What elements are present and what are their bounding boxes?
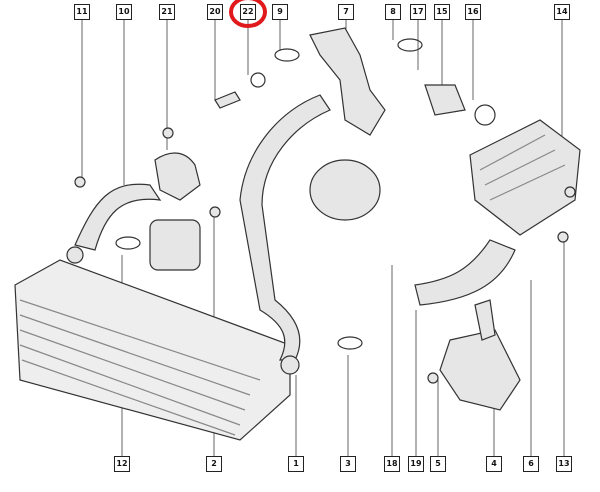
part-label-16: 16 [465,4,481,20]
throttle-body [149,219,201,271]
part-label-21: 21 [159,4,175,20]
intercooler [14,259,291,441]
part-label-20: 20 [207,4,223,20]
air-flow-meter [424,84,466,116]
hose-7 [309,27,386,136]
part-label-3: 3 [340,456,356,472]
part-label-2: 2 [206,456,222,472]
part-label-1: 1 [288,456,304,472]
part-label-19: 19 [408,456,424,472]
part-label-13: 13 [556,456,572,472]
part-label-11: 11 [74,4,90,20]
ball-22 [250,72,266,88]
part-label-12: 12 [114,456,130,472]
air-filter-housing [469,119,581,236]
highlight-circle [229,0,267,28]
part-label-15: 15 [434,4,450,20]
part-label-4: 4 [486,456,502,472]
part-label-14: 14 [554,4,570,20]
part-label-5: 5 [430,456,446,472]
sensor-20 [214,91,241,109]
part-label-10: 10 [116,4,132,20]
pipe-21 [154,152,201,201]
o-ring-16 [474,104,496,126]
part-label-6: 6 [523,456,539,472]
duct-6 [414,239,516,306]
hose-10 [74,183,162,251]
part-label-22: 22 [240,4,256,20]
part-label-7: 7 [338,4,354,20]
turbocharger [309,159,381,221]
resonator-4 [439,329,521,411]
part-label-17: 17 [410,4,426,20]
part-label-9: 9 [272,4,288,20]
part-label-18: 18 [384,456,400,472]
part-label-8: 8 [385,4,401,20]
hose-1 [239,94,331,361]
